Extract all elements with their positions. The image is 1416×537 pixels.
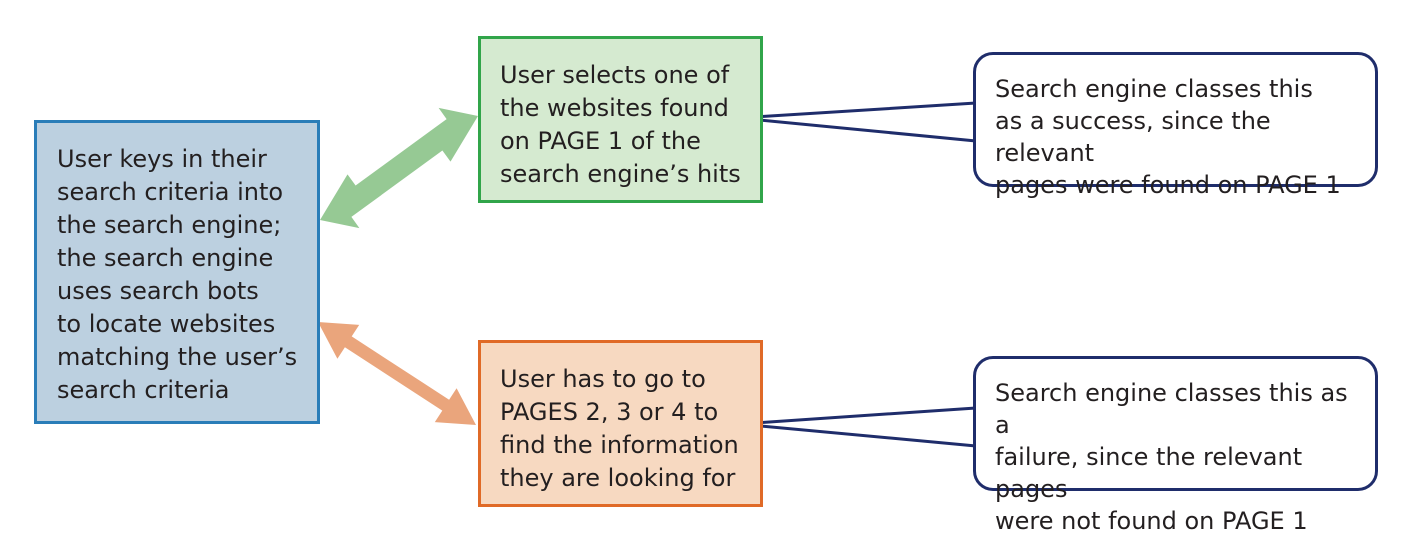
user-search-box: User keys in their search criteria into … [34,120,320,424]
success-callout: Search engine classes this as a success,… [973,52,1378,199]
callout-tail-success [739,103,976,141]
later-pages-result-box: User has to go to PAGES 2, 3 or 4 to fin… [478,340,763,507]
double-arrow-orange [318,322,476,425]
double-arrow-green [320,107,478,229]
page-one-result-box: User selects one of the websites found o… [478,36,763,203]
failure-callout: Search engine classes this as a failure,… [973,356,1378,535]
callout-tail-failure [739,408,976,446]
